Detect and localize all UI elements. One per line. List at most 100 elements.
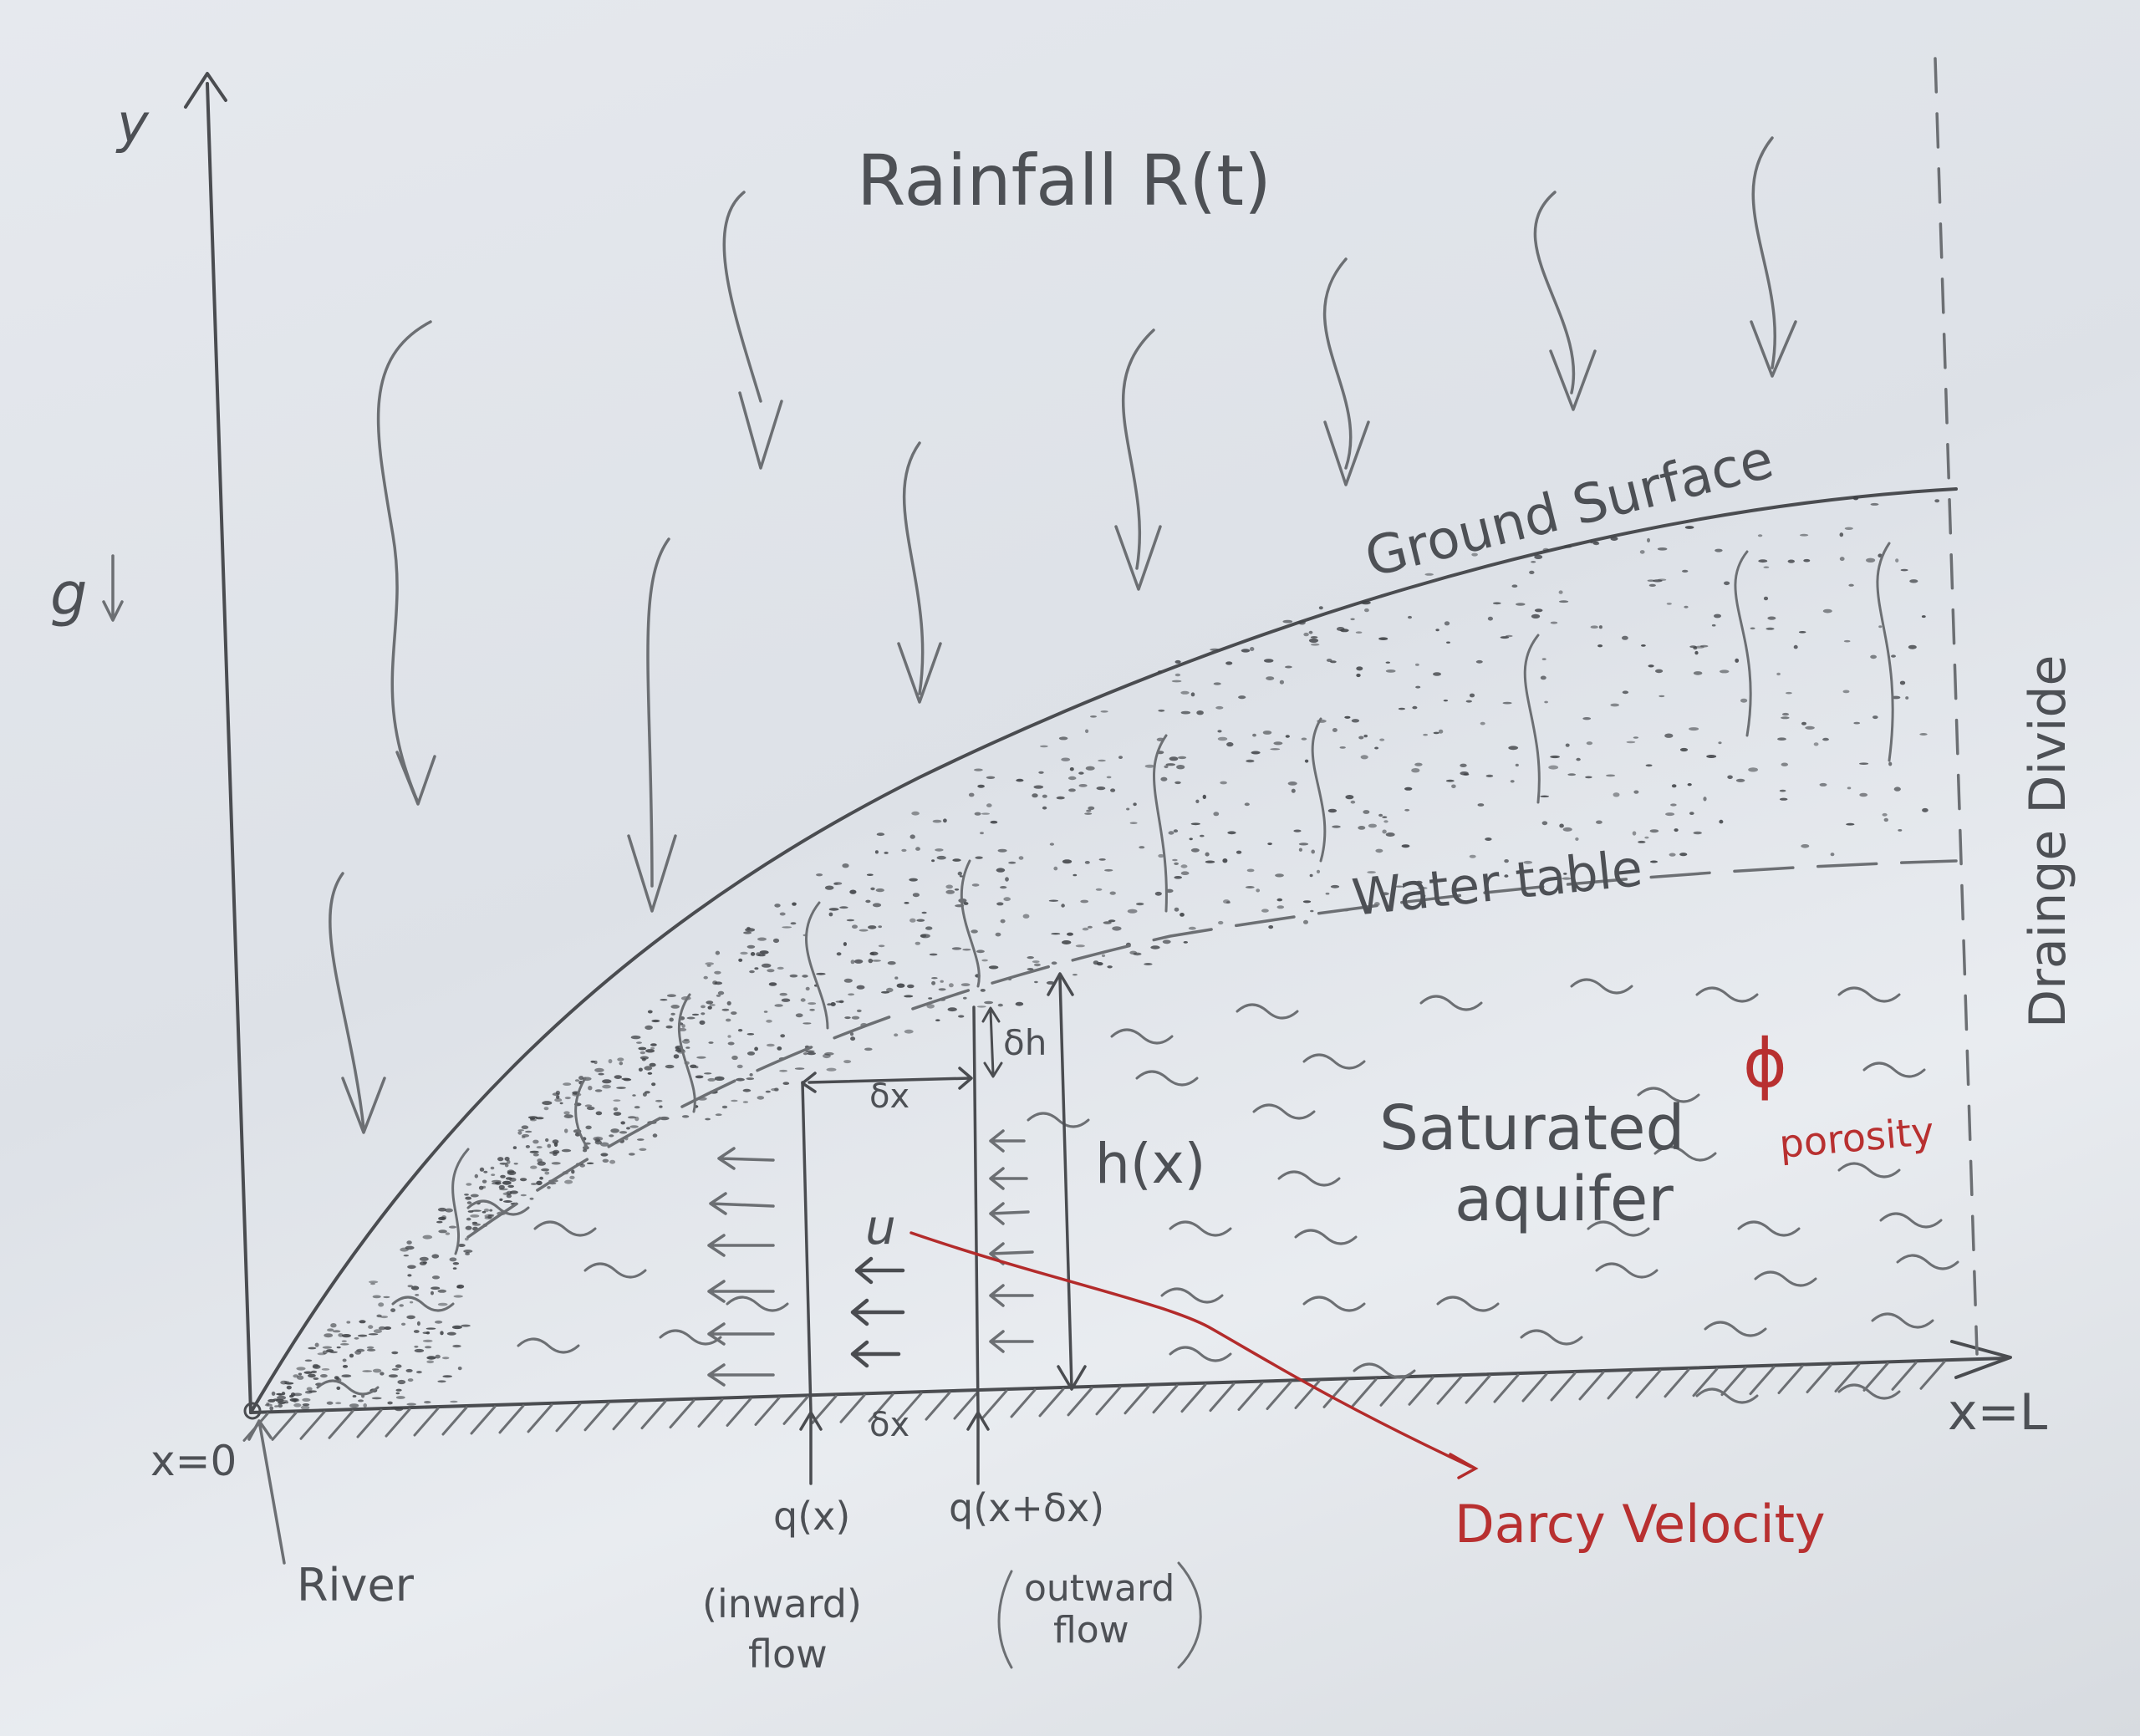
sediment-dot [639,1051,645,1055]
sediment-dot [346,1321,351,1324]
sediment-dot [1053,866,1058,871]
water-wave [466,1199,530,1216]
sediment-dot [609,1134,614,1138]
sediment-dot [1899,680,1906,685]
sediment-dot [532,1139,539,1144]
sediment-dot [419,1256,429,1261]
sediment-dot [1805,725,1815,730]
sediment-dot [378,1326,386,1331]
sediment-dot [754,1046,758,1051]
sediment-dot [506,1159,511,1164]
hatch-line [1692,1367,1719,1397]
sediment-dot [297,1375,304,1380]
sediment-dot [277,1401,286,1405]
sediment-dot [1563,545,1572,548]
hatch-line [1209,1382,1236,1413]
sediment-dot [1842,690,1850,694]
sediment-dot [391,1351,399,1355]
water-wave [1862,1061,1926,1078]
darcy-velocity-label: Darcy Velocity [1455,1494,1826,1555]
sediment-dot [1133,802,1137,807]
sediment-dot [431,1275,441,1280]
sediment-dot [1445,779,1455,782]
sediment-dot [437,1302,448,1306]
sediment-dot [465,1225,472,1230]
sediment-dot [904,1029,914,1034]
sediment-dot [405,1368,413,1372]
sediment-dot [478,1185,484,1190]
sediment-dot [1485,837,1492,841]
sediment-dot [378,1302,385,1307]
sediment-dot [1740,698,1748,703]
sediment-dot [1715,548,1723,552]
sediment-dot [824,1051,834,1056]
sediment-dot [590,1060,595,1063]
sediment-dot [1263,659,1274,663]
sediment-dot [872,903,882,908]
sediment-dot [1374,746,1379,750]
sediment-dot [359,1320,366,1324]
sediment-dot [1735,658,1740,663]
hatch-line [498,1404,525,1434]
sediment-dot [1107,965,1113,969]
sediment-dot [1919,733,1928,736]
sediment-dot [456,1284,465,1289]
sediment-dot [387,1401,393,1405]
delta-h-label: δh [1003,1022,1047,1063]
sediment-dot [1379,738,1385,741]
sediment-dot [1719,819,1724,824]
sediment-dot [1779,797,1788,801]
sediment-dot [1385,661,1391,664]
sediment-dot [645,1025,653,1031]
hatch-line [754,1396,781,1426]
sediment-dot [651,1019,660,1023]
sediment-dot [302,1397,311,1402]
sediment-dot [1174,659,1181,664]
sediment-dot [1378,813,1383,817]
sediment-dot [422,1339,433,1342]
sediment-dot [1694,645,1704,649]
sediment-dot [1531,561,1536,563]
hatch-line [583,1402,610,1432]
x-axis [249,1340,2012,1414]
hatch-line [555,1403,582,1433]
sediment-dot [290,1392,296,1397]
sediment-dot [391,1368,400,1371]
sediment-dot [686,1016,696,1020]
sediment-dot [563,1114,573,1118]
sediment-dot [807,1051,816,1056]
sediment-dot [980,989,986,992]
sediment-dot [1786,691,1792,695]
sediment-dot [445,1232,451,1235]
hatch-line [896,1392,923,1422]
hatch-line [328,1409,354,1439]
hatch-line [1891,1361,1918,1391]
sediment-dot [1801,844,1810,848]
sediment-dot [1268,925,1274,929]
sediment-dot [703,975,708,980]
sediment-dot [602,1158,609,1163]
sediment-dot [368,1333,379,1336]
sediment-dot [1095,888,1103,891]
sediment-dot [1735,778,1745,782]
sediment-dot [685,1046,690,1049]
sediment-dot [313,1377,319,1380]
water-wave [659,1329,722,1346]
sediment-dot [531,1183,538,1185]
sediment-dot [1757,534,1763,537]
sediment-dot [1158,709,1165,712]
sediment-dot [828,908,839,911]
sediment-dot [563,1111,570,1115]
sediment-dot [846,919,855,922]
hatch-line [385,1408,411,1438]
sediment-dot [1213,682,1221,685]
water-wave [1587,1220,1650,1237]
sediment-dot [1022,914,1030,919]
sediment-dot [466,1217,471,1221]
sediment-dot [372,1295,381,1299]
sediment-dot [539,1176,543,1180]
sediment-dot [1394,885,1404,888]
sediment-dot [1424,573,1434,576]
sediment-dot [621,1077,630,1081]
